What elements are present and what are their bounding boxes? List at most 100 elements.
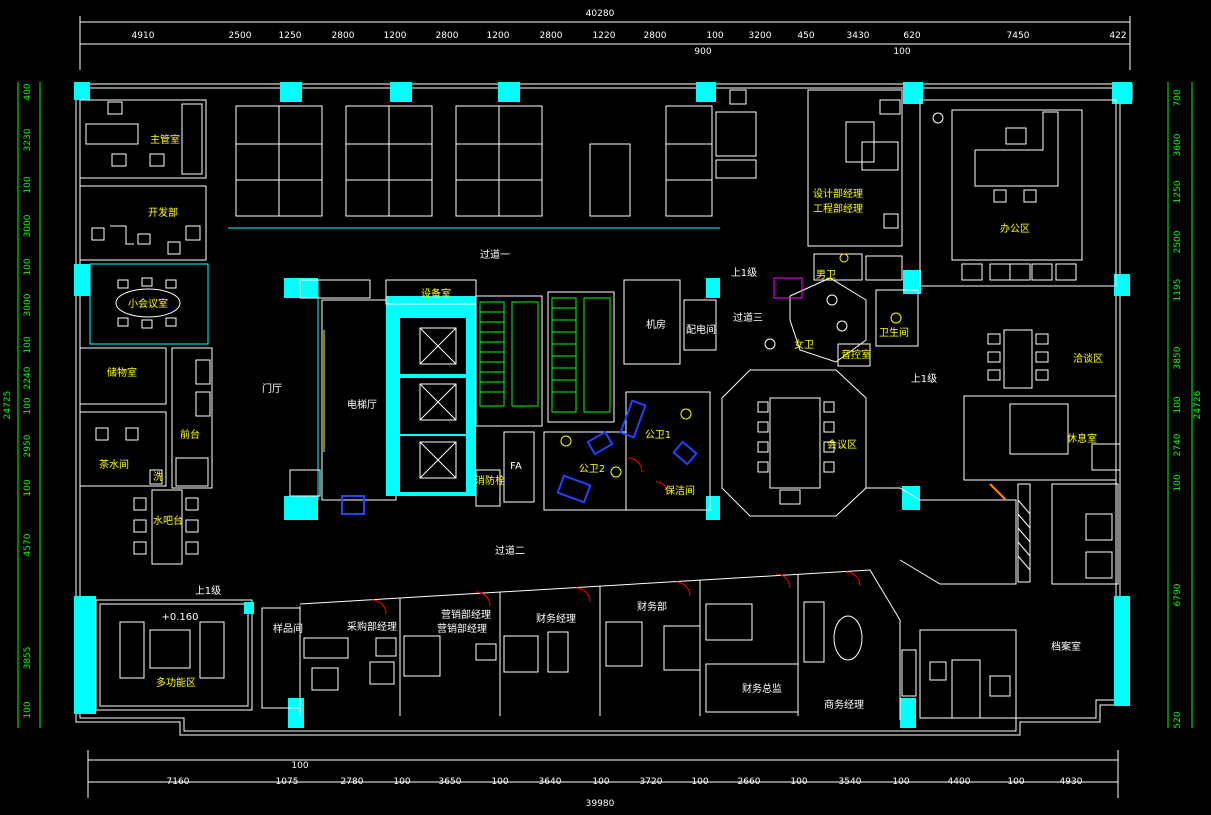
bottom-dim: 3720 [640,777,663,787]
public-toilets [543,391,711,511]
room-label-lounge: 休息室 [1067,432,1097,445]
water-bar [133,489,199,565]
director-room [79,99,207,179]
room-label-sales-manager: 营销部经理 [437,622,487,635]
column [900,698,916,728]
right-dim: 100 [1173,474,1183,491]
right-dim: 1250 [1173,180,1183,203]
column [280,82,302,102]
left-dim: 4570 [23,533,33,556]
bottom-dim: 100 [892,777,909,787]
right-dim: 2740 [1173,433,1183,456]
level-mark: +0.160 [161,612,198,623]
column [288,698,304,728]
fa-room [475,431,535,507]
room-label-female-toilet: 女卫 [794,338,814,351]
room-label-corridor-3: 过道三 [733,311,763,324]
elevators [386,296,476,496]
column [903,270,921,294]
south-offices [299,569,901,720]
column [284,496,318,520]
bottom-dim: 2660 [738,777,761,787]
right-dim: 3600 [1173,133,1183,156]
right-dim: 520 [1173,711,1183,728]
bottom-dim: 100 [691,777,708,787]
room-label-finance-director: 财务总监 [742,682,782,695]
storage-room [79,347,167,405]
top-sub-dim: 100 [893,47,910,57]
room-label-cleaning: 保洁间 [665,484,695,497]
room-label-design-manager: 设计部经理 [813,187,863,200]
room-label-public-toilet-2: 公卫2 [579,464,605,475]
column [74,82,90,100]
left-dim: 100 [23,397,33,414]
top-dim: 4910 [132,31,155,41]
room-label-elevator-hall: 电梯厅 [347,398,377,411]
left-dim: 100 [23,176,33,193]
bottom-dim: 1075 [276,777,299,787]
top-dim: 2800 [540,31,563,41]
left-dimensions: 24725 400 3230 100 3000 100 3000 100 224… [3,82,41,728]
bottom-dim: 100 [491,777,508,787]
top-dim: 2800 [332,31,355,41]
bottom-dim: 3640 [539,777,562,787]
bottom-dim: 4930 [1060,777,1083,787]
development-room [79,185,207,261]
reception-area [987,329,1049,389]
top-dimensions: 40280 4910 2500 1250 2800 1200 2800 1200… [79,9,1131,70]
room-label-fa: FA [510,461,522,472]
bottom-dim: 100 [1007,777,1024,787]
left-dim: 100 [23,336,33,353]
bottom-dim: 100 [592,777,609,787]
tea-room [79,411,167,487]
bottom-dim: 3650 [439,777,462,787]
left-dim: 100 [23,479,33,496]
right-dim: 700 [1173,89,1183,106]
left-dim: 100 [23,258,33,275]
top-total-dim: 40280 [586,9,615,19]
room-label-office-area: 办公区 [1000,222,1030,235]
right-dim: 6790 [1173,583,1183,606]
room-label-distribution-room: 配电间 [686,323,716,336]
column [1114,274,1130,296]
room-label-washroom: 洗 [153,471,163,483]
top-dim: 422 [1109,31,1126,41]
room-label-small-meeting: 小会议室 [128,297,168,310]
equipment-room [385,279,477,305]
top-dim: 450 [797,31,814,41]
left-dim: 400 [23,83,33,100]
left-dim: 3855 [23,647,33,670]
room-label-fire-hydrant: 消防栓 [475,474,505,487]
top-sub-dim: 900 [694,47,711,57]
office-area [919,99,1117,287]
left-dim: 3000 [23,293,33,316]
room-label-corridor-2: 过道二 [495,544,525,557]
room-label-marketing-manager: 营销部经理 [441,608,491,621]
bottom-sub-dim: 100 [291,761,308,771]
east-corridor [866,483,1119,585]
outer-walls [74,82,1133,736]
room-label-samples: 样品间 [273,622,303,635]
room-label-public-toilet-1: 公卫1 [645,430,671,441]
toilets-east [764,253,919,363]
front-desk-area [171,347,213,489]
room-label-lobby: 门厅 [262,382,282,395]
room-label-front-desk: 前台 [180,428,200,441]
left-dim: 3000 [23,214,33,237]
room-label-multifunction: 多功能区 [156,676,196,689]
bottom-dim: 7160 [167,777,190,787]
column [390,82,412,102]
workstations [228,89,757,229]
top-dim: 1220 [593,31,616,41]
room-label-water-bar: 水吧台 [153,514,183,527]
right-dimensions: 24726 700 3600 1250 2500 1195 3850 100 2… [1167,82,1203,729]
room-label-development: 开发部 [148,206,178,219]
left-dim: 2240 [23,366,33,389]
left-dim: 3230 [23,128,33,151]
right-dim: 2500 [1173,230,1183,253]
room-label-meeting-room: 会议区 [827,438,857,451]
room-label-equipment-room: 设备室 [421,287,451,300]
bottom-dim: 100 [790,777,807,787]
bottom-dim: 2780 [341,777,364,787]
